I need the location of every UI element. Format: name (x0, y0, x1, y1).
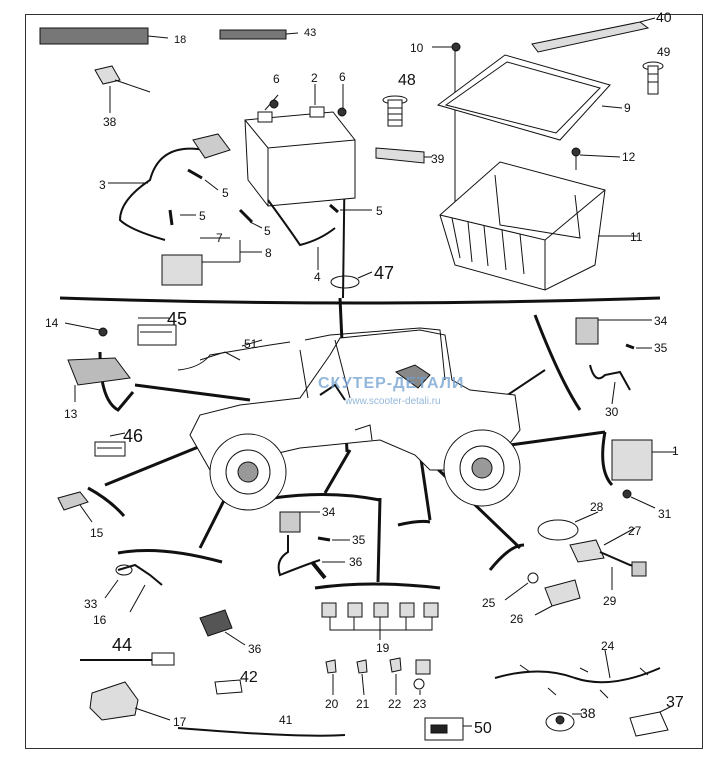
callout-22: 22 (388, 697, 402, 711)
sensor-15 (57, 491, 89, 511)
callout-42: 42 (240, 669, 258, 686)
battery-box-11 (439, 161, 638, 291)
callout-5b: 5 (199, 209, 206, 223)
callout-40: 40 (656, 9, 672, 25)
callout-33: 33 (84, 597, 98, 611)
strap-43 (219, 29, 287, 40)
callout-25: 25 (482, 596, 496, 610)
callout-2: 2 (311, 71, 318, 85)
callout-14: 14 (45, 316, 59, 330)
callout-49: 49 (657, 45, 671, 59)
callout-13: 13 (64, 407, 78, 421)
cable-4 (267, 199, 336, 247)
callout-38b: 38 (580, 705, 596, 721)
callout-18: 18 (174, 34, 186, 46)
callout-15: 15 (90, 526, 104, 540)
cover-9 (436, 54, 611, 141)
callout-23: 23 (413, 697, 427, 711)
section-divider (59, 296, 661, 305)
o-ring-47 (330, 275, 360, 289)
label-46 (94, 441, 126, 457)
callout-31: 31 (658, 507, 672, 521)
callout-35b: 35 (352, 533, 366, 547)
callout-5c: 5 (264, 224, 271, 238)
callout-28: 28 (590, 500, 604, 514)
callout-45: 45 (167, 309, 187, 329)
callout-51: 51 (244, 337, 258, 351)
callout-4: 4 (314, 270, 321, 284)
callout-12: 12 (622, 150, 636, 164)
callout-39: 39 (431, 152, 445, 166)
bolt-48 (382, 95, 408, 127)
callout-37: 37 (666, 694, 684, 711)
watermark-url: www.scooter-detali.ru (345, 396, 441, 407)
callout-6a: 6 (273, 72, 280, 86)
starter-relay-8 (161, 254, 203, 286)
terminal-38 (94, 65, 121, 85)
sensor-16 (117, 563, 163, 586)
callout-35a: 35 (654, 341, 668, 355)
callout-26: 26 (510, 612, 524, 626)
callout-29: 29 (603, 594, 617, 608)
sensor-34-center (279, 511, 301, 533)
decal-strip-41 (177, 727, 346, 737)
callout-10: 10 (410, 41, 424, 55)
callout-21: 21 (356, 697, 370, 711)
bolt-49 (642, 61, 664, 95)
battery-2 (244, 84, 356, 207)
callout-43: 43 (304, 27, 316, 39)
callout-7: 7 (216, 231, 223, 245)
callout-1: 1 (672, 444, 679, 458)
cable-3 (118, 147, 206, 241)
callout-19: 19 (376, 641, 390, 655)
callout-38a: 38 (103, 115, 117, 129)
callout-34b: 34 (322, 505, 336, 519)
callout-5d: 5 (376, 204, 383, 218)
callout-46: 46 (123, 426, 143, 446)
fuse-box-13 (67, 357, 131, 386)
callout-47: 47 (374, 263, 394, 283)
harness-51 (177, 341, 291, 371)
callout-6b: 6 (339, 70, 346, 84)
cable-30 (589, 364, 631, 391)
callout-50: 50 (474, 720, 492, 737)
sensor-34-right (575, 317, 599, 345)
harness-24 (494, 667, 661, 684)
module-17 (89, 681, 139, 721)
callout-27: 27 (628, 524, 642, 538)
callout-30: 30 (605, 405, 619, 419)
callout-16: 16 (93, 613, 107, 627)
sensor-26 (544, 579, 581, 607)
connector-37 (629, 711, 669, 737)
callout-17: 17 (173, 715, 187, 729)
callout-36a: 36 (349, 555, 363, 569)
callout-11: 11 (630, 230, 643, 244)
strap-18 (39, 27, 149, 45)
switch-27 (569, 539, 605, 563)
callout-41: 41 (279, 713, 293, 727)
watermark-text: СКУТЕР-ДЕТАЛИ (318, 375, 465, 392)
label-42 (214, 679, 243, 695)
relay-set-19 (321, 602, 439, 640)
callout-9: 9 (624, 101, 631, 115)
pad-39 (375, 147, 425, 164)
utv-vehicle (189, 327, 521, 511)
relay-36 (199, 609, 233, 637)
callout-48: 48 (398, 72, 416, 89)
callout-24: 24 (601, 639, 615, 653)
battery-strap-40 (531, 21, 650, 53)
washer-25 (527, 572, 539, 584)
callout-5a: 5 (222, 186, 229, 200)
callout-44: 44 (112, 635, 132, 655)
callout-3: 3 (99, 178, 106, 192)
callout-34a: 34 (654, 314, 668, 328)
callout-20: 20 (325, 697, 339, 711)
callout-8: 8 (265, 246, 272, 260)
diagram-frame (25, 14, 703, 749)
ecu-1 (611, 439, 653, 481)
label-45 (137, 324, 177, 346)
callout-36b: 36 (248, 642, 262, 656)
